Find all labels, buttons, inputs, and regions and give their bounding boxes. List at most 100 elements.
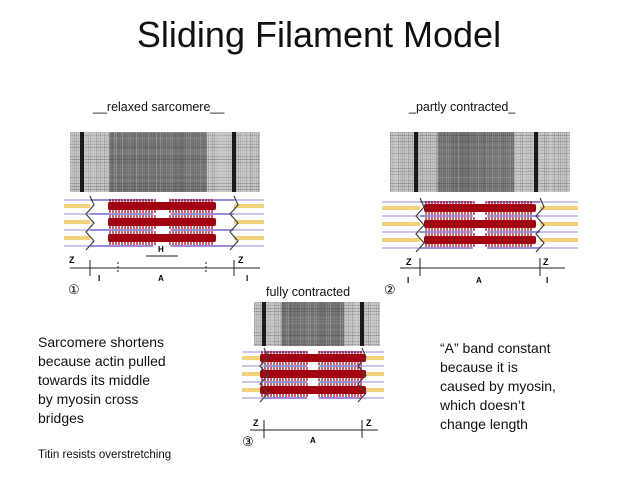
micrograph-striation <box>390 165 570 166</box>
micrograph-striation <box>532 132 533 192</box>
micrograph-striation <box>294 302 295 346</box>
micrograph-striation <box>108 132 109 192</box>
micrograph-striation <box>226 132 227 192</box>
micrograph-striation <box>290 302 291 346</box>
micrograph-striation <box>524 132 525 192</box>
titin-filament <box>382 222 420 226</box>
micrograph-striation <box>192 132 193 192</box>
z-disc <box>415 197 425 253</box>
micrograph-striation <box>390 156 570 157</box>
micrograph-striation <box>158 132 159 192</box>
z-line-label: Z <box>543 257 549 267</box>
micrograph-striation <box>220 132 221 192</box>
micrograph-striation <box>390 183 570 184</box>
micrograph-striation <box>320 302 321 346</box>
micrograph-striation <box>254 308 380 309</box>
micrograph-striation <box>568 132 569 192</box>
relaxed-label: __relaxed sarcomere__ <box>93 100 225 114</box>
micrograph-striation <box>282 302 283 346</box>
micrograph-striation <box>312 302 313 346</box>
micrograph-striation <box>516 132 517 192</box>
titin-filament <box>362 388 384 392</box>
note-line: bridges <box>38 410 84 426</box>
micrograph-striation <box>390 177 570 178</box>
titin-filament <box>64 220 90 224</box>
micrograph-striation <box>482 132 483 192</box>
micrograph-striation <box>350 302 351 346</box>
micrograph-striation <box>174 132 175 192</box>
micrograph-striation <box>88 132 89 192</box>
micrograph-striation <box>218 132 219 192</box>
micrograph <box>70 132 260 192</box>
micrograph-striation <box>160 132 161 192</box>
micrograph-striation <box>352 302 353 346</box>
micrograph-striation <box>254 302 255 346</box>
slide-title: Sliding Filament Model <box>136 14 502 55</box>
note-line: by myosin cross <box>38 391 139 407</box>
micrograph-striation <box>94 132 95 192</box>
micrograph-striation <box>506 132 507 192</box>
titin-filament <box>234 236 264 240</box>
micrograph-striation <box>106 132 107 192</box>
micrograph-striation <box>76 132 77 192</box>
micrograph-striation <box>102 132 103 192</box>
micrograph-striation <box>186 132 187 192</box>
micrograph-striation <box>70 132 260 133</box>
micrograph-striation <box>436 132 437 192</box>
micrograph-striation <box>230 132 231 192</box>
micrograph-striation <box>358 302 359 346</box>
micrograph-striation <box>354 302 355 346</box>
micrograph-striation <box>390 189 570 190</box>
micrograph-striation <box>300 302 301 346</box>
micrograph-striation <box>208 132 209 192</box>
right-note: “A” band constant because it is caused b… <box>440 339 556 434</box>
fully-contracted-diagram: Z Z A ③ <box>242 302 384 449</box>
micrograph-striation <box>90 132 91 192</box>
partly-contracted-label: _partly contracted_ <box>409 100 516 114</box>
micrograph-striation <box>156 132 157 192</box>
titin-filament <box>362 372 384 376</box>
micrograph-striation <box>104 132 105 192</box>
z-disc <box>229 195 239 251</box>
micrograph-striation <box>142 132 143 192</box>
micrograph-striation <box>132 132 133 192</box>
micrograph-striation <box>144 132 145 192</box>
micrograph-striation <box>254 317 380 318</box>
micrograph-striation <box>390 132 391 192</box>
micrograph-striation <box>438 132 439 192</box>
micrograph-striation <box>422 132 423 192</box>
myosin-filament <box>108 218 216 226</box>
micrograph-striation <box>330 302 331 346</box>
micrograph-striation <box>100 132 101 192</box>
micrograph-striation <box>476 132 477 192</box>
micrograph-striation <box>390 150 570 151</box>
micrograph-striation <box>484 132 485 192</box>
micrograph-striation <box>86 132 87 192</box>
micrograph-striation <box>512 132 513 192</box>
micrograph-striation <box>432 132 433 192</box>
titin-filament <box>540 222 578 226</box>
micrograph-striation <box>188 132 189 192</box>
micrograph-striation <box>256 302 257 346</box>
micrograph-striation <box>496 132 497 192</box>
band-ruler: Z Z A ③ <box>242 418 378 449</box>
micrograph-striation <box>390 141 570 142</box>
micrograph-striation <box>424 132 425 192</box>
micrograph-striation <box>444 132 445 192</box>
z-disc <box>535 197 545 253</box>
micrograph-striation <box>70 135 260 136</box>
i-band-label: I <box>246 274 248 283</box>
micrograph-striation <box>242 132 243 192</box>
micrograph-striation <box>268 302 269 346</box>
micrograph-striation <box>70 150 260 151</box>
micrograph-striation <box>390 171 570 172</box>
titin-filament <box>540 238 578 242</box>
panel-number: ① <box>68 282 80 297</box>
note-line: towards its middle <box>38 372 151 388</box>
myosin-filament <box>108 202 216 210</box>
micrograph-striation <box>492 132 493 192</box>
micrograph-striation <box>254 320 380 321</box>
micrograph-striation <box>520 132 521 192</box>
micrograph-striation <box>70 180 260 181</box>
micrograph-striation <box>368 302 369 346</box>
